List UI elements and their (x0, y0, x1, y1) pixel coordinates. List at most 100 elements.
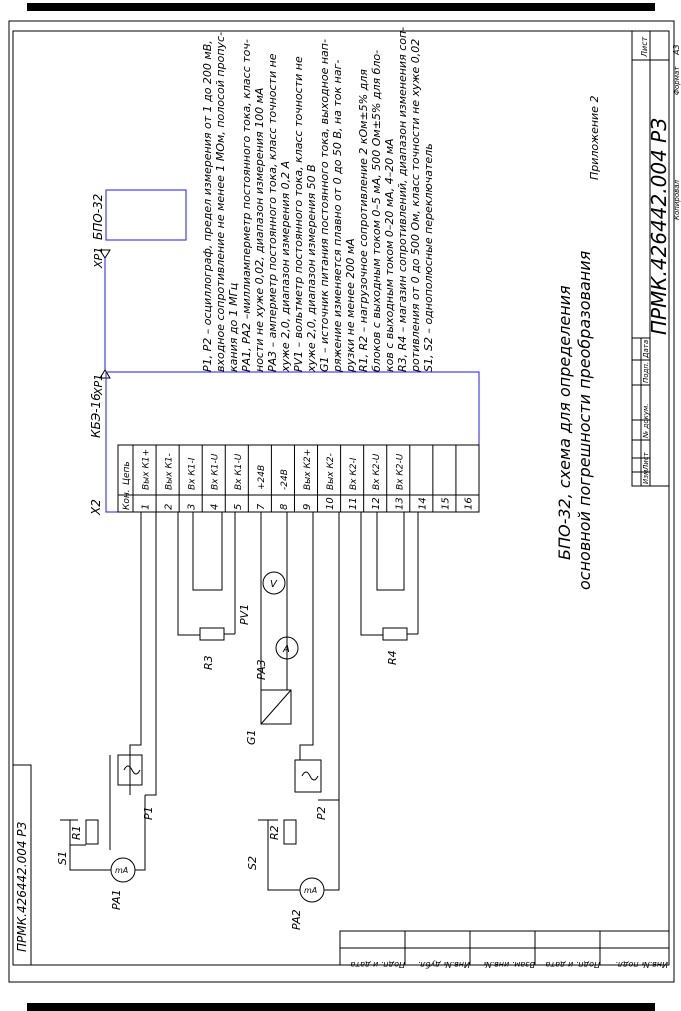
x2-pin-number: 14 (417, 497, 428, 510)
p2-label: P2 (315, 806, 328, 820)
x2-pin-number: 10 (325, 497, 336, 510)
note-line: ности не хуже 0,02, диапазон измерения 1… (253, 88, 266, 372)
x2-header-pin: Кон. (122, 489, 132, 510)
channel2-output-circuit: P2 R2 mA PA2 S2 (246, 512, 340, 930)
note-line: R3, R4 – магазин сопротивлений, диапазон… (396, 27, 409, 372)
pa3-symbol: A (282, 644, 290, 655)
outer-frame (8, 20, 675, 983)
stamp-list: Лист (642, 451, 650, 471)
sheet-label: Лист (640, 36, 649, 58)
note-line: РА1, РА2 –миллиамперметр постоянного ток… (240, 39, 253, 372)
strip-cell-2: Подп. и дата (545, 960, 600, 969)
note-line: Р1, Р2 – осциллограф, предел измерения о… (201, 40, 214, 372)
note-line: хуже 2,0, диапазон измерения 0,2 А (279, 161, 292, 373)
r4-circuit: R4 (360, 512, 419, 665)
pv1-meter (262, 571, 286, 595)
r4-resistor (382, 627, 408, 641)
x2-pin-number: 3 (187, 504, 198, 510)
note-line: хуже 2,0, диапазон измерения 50 В (305, 164, 318, 373)
pa1-symbol: mA (115, 866, 128, 875)
pa3-meter (275, 636, 299, 660)
r4-label: R4 (386, 650, 399, 665)
note-line: кания до 1 МГц (227, 283, 240, 372)
x2-pin-number: 1 (141, 504, 152, 510)
bottom-bar (27, 1003, 655, 1011)
stamp-ndoc: № докум. (642, 403, 650, 439)
pv1-symbol: V (270, 579, 278, 590)
x2-circuit-name: Вх К1-U (234, 453, 244, 490)
format-label: Формат (673, 66, 681, 95)
note-line: блоков с выходным током 0–5 мА, 500 Ом±5… (370, 50, 383, 372)
s1-label: S1 (56, 851, 69, 865)
p1-oscilloscope (117, 754, 143, 786)
appendix-label: Приложение 2 (588, 96, 601, 180)
stamp-data: Дата (642, 340, 650, 359)
left-strip: Инв.№ подл. Подп. и дата Взам. инв.№ Инв… (339, 930, 670, 969)
notes: Р1, Р2 – осциллограф, предел измерения о… (201, 27, 435, 373)
g1-label: G1 (245, 729, 258, 745)
title-block: Лист ПРМК.426442.004 РЗ Изм Лист № докум… (631, 30, 681, 487)
note-line: G1 – источник питания постоянного тока, … (318, 39, 331, 372)
x2-pin-number: 9 (302, 504, 313, 510)
kbe16-box (105, 371, 480, 513)
note-line: ротивления от 0 до 500 Ом, класс точност… (409, 39, 422, 373)
x2-pin-number: 4 (210, 504, 221, 510)
r2-resistor (283, 819, 297, 845)
xp1-bottom-label: XP1 (92, 374, 105, 396)
note-line: РА3 – амперметр постоянного тока, класс … (266, 53, 279, 372)
x2-circuit-name: Вых К1+ (142, 449, 152, 490)
pv1-label: PV1 (238, 604, 251, 625)
copied-label: Копировал (673, 179, 681, 220)
note-line: PV1 – вольтметр постоянного тока, класс … (292, 56, 305, 372)
note-line: входное сопротивление не менее 1 МОм, по… (214, 32, 227, 372)
p1-label: P1 (142, 806, 155, 820)
margin-doc-code: ПРМК.426442.004 РЗ (15, 821, 29, 952)
title-line-2: основной погрешности преобразования (575, 250, 594, 590)
x2-circuit-name: Вх К1-I (188, 457, 198, 490)
strip-cell-3: Взам. инв.№ (483, 960, 535, 969)
strip-cell-4: Инв.№ дубл. (418, 960, 470, 969)
note-line: рузки не менее 200 мА (344, 238, 357, 373)
x2-pin-number: 7 (256, 503, 267, 510)
strip-cell-1: Инв.№ подл. (615, 960, 668, 969)
x2-circuit-name: Вх К2-I (349, 457, 359, 490)
channel1-output-circuit: P1 R1 mA PA1 S1 (56, 512, 157, 910)
r3-label: R3 (202, 655, 215, 670)
g1-source (260, 689, 292, 725)
x2-pin-number: 15 (440, 497, 451, 510)
r3-circuit: R3 (177, 512, 236, 670)
stamp-izm: Изм (642, 469, 650, 484)
x2-header-circuit: Цепь (122, 461, 132, 485)
top-bar (27, 3, 655, 11)
pa2-symbol: mA (304, 886, 317, 895)
x2-label: X2 (89, 499, 103, 516)
stamp-podp: Подп. (642, 362, 650, 383)
x2-circuit-name: Вых К2+ (303, 449, 313, 490)
bpo32-box (105, 189, 187, 241)
strip-cell-5: Подп. и дата (350, 960, 405, 969)
doc-code: ПРМК.426442.004 РЗ (647, 118, 671, 335)
x2-circuit-name: Вх К2-U (395, 453, 405, 490)
x2-pin-number: 16 (463, 497, 474, 510)
format-value: А3 (672, 44, 681, 56)
x2-circuit-name: Вых К2- (326, 453, 336, 490)
title-line-1: БПО-32, схема для определения (555, 285, 574, 560)
x2-pin-number: 2 (164, 504, 175, 510)
bpo32-label: БПО-32 (91, 194, 105, 240)
x2-circuit-name: Вх К2-U (372, 453, 382, 490)
x2-pin-number: 5 (233, 504, 244, 510)
pa3-label: PA3 (255, 659, 268, 680)
power-circuit: V PV1 A PA3 G1 (238, 512, 299, 745)
s2-label: S2 (246, 856, 259, 870)
r1-label: R1 (70, 825, 83, 840)
pa2-label: PA2 (290, 909, 303, 930)
r1-resistor (85, 819, 99, 845)
xp1-bottom-connector (99, 369, 111, 379)
note-line: ков с выходным током 0–20 мА, 4–20 мА (383, 138, 396, 372)
margin-code-box (12, 764, 32, 966)
x2-circuit-name: -24В (280, 469, 290, 490)
x2-pin-number: 13 (394, 497, 405, 510)
x2-pin-number: 11 (348, 497, 359, 510)
